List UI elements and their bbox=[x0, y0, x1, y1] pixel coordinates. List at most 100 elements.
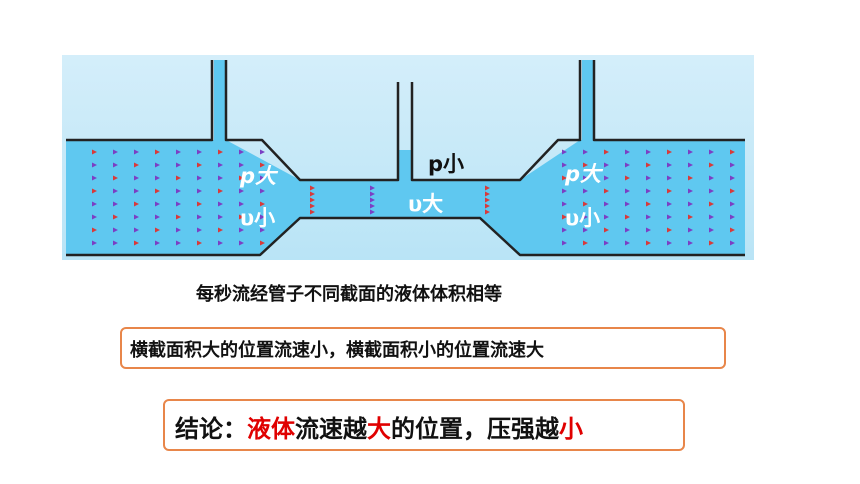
flow-arrow bbox=[239, 149, 244, 155]
flow-arrow bbox=[155, 201, 160, 207]
flow-arrow bbox=[646, 240, 651, 246]
flow-arrow bbox=[562, 149, 567, 155]
flow-arrow bbox=[688, 201, 693, 207]
flow-arrow bbox=[604, 188, 609, 194]
flow-arrow bbox=[310, 209, 315, 215]
flow-arrow bbox=[604, 227, 609, 233]
flow-arrow bbox=[197, 214, 202, 220]
flow-arrow bbox=[646, 175, 651, 181]
conclusion-highlight-big: 大 bbox=[367, 415, 391, 443]
water-body bbox=[66, 140, 745, 255]
flow-arrow bbox=[197, 162, 202, 168]
flow-arrow bbox=[370, 203, 375, 209]
flow-arrow bbox=[667, 240, 672, 246]
flow-arrow bbox=[197, 149, 202, 155]
flow-arrow bbox=[709, 149, 714, 155]
flow-arrow bbox=[604, 201, 609, 207]
flow-arrow bbox=[370, 185, 375, 191]
flow-arrow bbox=[583, 240, 588, 246]
flow-arrow bbox=[562, 175, 567, 181]
flow-arrow bbox=[625, 188, 630, 194]
flow-arrow bbox=[604, 240, 609, 246]
label-velocity-left: υ小 bbox=[240, 206, 276, 230]
flow-arrow bbox=[134, 240, 139, 246]
flow-arrow bbox=[709, 227, 714, 233]
flow-arrow bbox=[260, 227, 265, 233]
flow-arrow bbox=[646, 149, 651, 155]
flow-arrow bbox=[92, 175, 97, 181]
flow-arrow bbox=[583, 175, 588, 181]
flow-arrow bbox=[604, 162, 609, 168]
flow-arrow bbox=[176, 214, 181, 220]
flow-arrow bbox=[155, 214, 160, 220]
flow-arrow bbox=[688, 175, 693, 181]
flow-arrow bbox=[155, 162, 160, 168]
flow-arrow bbox=[583, 149, 588, 155]
flow-arrow bbox=[583, 188, 588, 194]
flow-arrow bbox=[310, 185, 315, 191]
flow-arrow bbox=[709, 175, 714, 181]
flow-arrow bbox=[485, 209, 490, 215]
flow-arrow bbox=[562, 162, 567, 168]
flow-arrow bbox=[730, 162, 735, 168]
flow-arrow bbox=[218, 240, 223, 246]
flow-arrow bbox=[239, 175, 244, 181]
flow-arrow bbox=[92, 188, 97, 194]
flow-arrow bbox=[260, 214, 265, 220]
conclusion-prefix: 结论： bbox=[175, 415, 247, 443]
flow-arrows bbox=[92, 149, 735, 246]
flow-arrow bbox=[176, 188, 181, 194]
flow-arrow bbox=[113, 188, 118, 194]
flow-arrow bbox=[92, 201, 97, 207]
flow-arrow bbox=[113, 214, 118, 220]
flow-arrow bbox=[709, 162, 714, 168]
flow-arrow bbox=[667, 175, 672, 181]
flow-arrow bbox=[646, 214, 651, 220]
right-tube-water bbox=[582, 60, 594, 140]
flow-arrow bbox=[667, 188, 672, 194]
flow-arrow bbox=[646, 201, 651, 207]
conclusion-mid1: 流速越 bbox=[295, 415, 367, 443]
flow-arrow bbox=[370, 197, 375, 203]
principle-text: 横截面积大的位置流速小，横截面积小的位置流速大 bbox=[130, 340, 544, 361]
flow-arrow bbox=[688, 240, 693, 246]
flow-arrow bbox=[197, 240, 202, 246]
flow-arrow bbox=[688, 188, 693, 194]
flow-arrow bbox=[176, 162, 181, 168]
flow-arrow bbox=[562, 188, 567, 194]
flow-arrow bbox=[113, 175, 118, 181]
flow-arrow bbox=[155, 188, 160, 194]
tube-outline bbox=[66, 60, 745, 257]
conclusion-highlight-small: 小 bbox=[559, 415, 583, 443]
label-velocity-right: υ小 bbox=[565, 206, 601, 230]
flow-arrow bbox=[176, 227, 181, 233]
flow-arrow bbox=[113, 149, 118, 155]
label-pressure-left: p大 bbox=[240, 164, 277, 188]
flow-arrow bbox=[485, 197, 490, 203]
flow-arrow bbox=[583, 214, 588, 220]
flow-arrow bbox=[310, 191, 315, 197]
flow-arrow bbox=[562, 227, 567, 233]
conclusion-mid2: 的位置，压强越 bbox=[391, 415, 559, 443]
flow-arrow bbox=[176, 149, 181, 155]
flow-arrow bbox=[92, 149, 97, 155]
flow-arrow bbox=[709, 214, 714, 220]
flow-arrow bbox=[625, 175, 630, 181]
flow-arrow bbox=[646, 227, 651, 233]
flow-arrow bbox=[370, 209, 375, 215]
flow-arrow bbox=[688, 214, 693, 220]
flow-arrow bbox=[260, 201, 265, 207]
flow-arrow bbox=[218, 201, 223, 207]
statement-text: 每秒流经管子不同截面的液体体积相等 bbox=[196, 284, 502, 305]
flow-arrow bbox=[155, 227, 160, 233]
flow-arrow bbox=[218, 162, 223, 168]
flow-arrow bbox=[730, 227, 735, 233]
label-velocity-middle: υ大 bbox=[408, 192, 444, 216]
flow-arrow bbox=[667, 227, 672, 233]
flow-arrow bbox=[239, 240, 244, 246]
middle-tube-water bbox=[399, 150, 412, 180]
flow-arrow bbox=[604, 214, 609, 220]
flow-arrow bbox=[197, 227, 202, 233]
flow-arrow bbox=[260, 240, 265, 246]
flow-arrow bbox=[730, 240, 735, 246]
